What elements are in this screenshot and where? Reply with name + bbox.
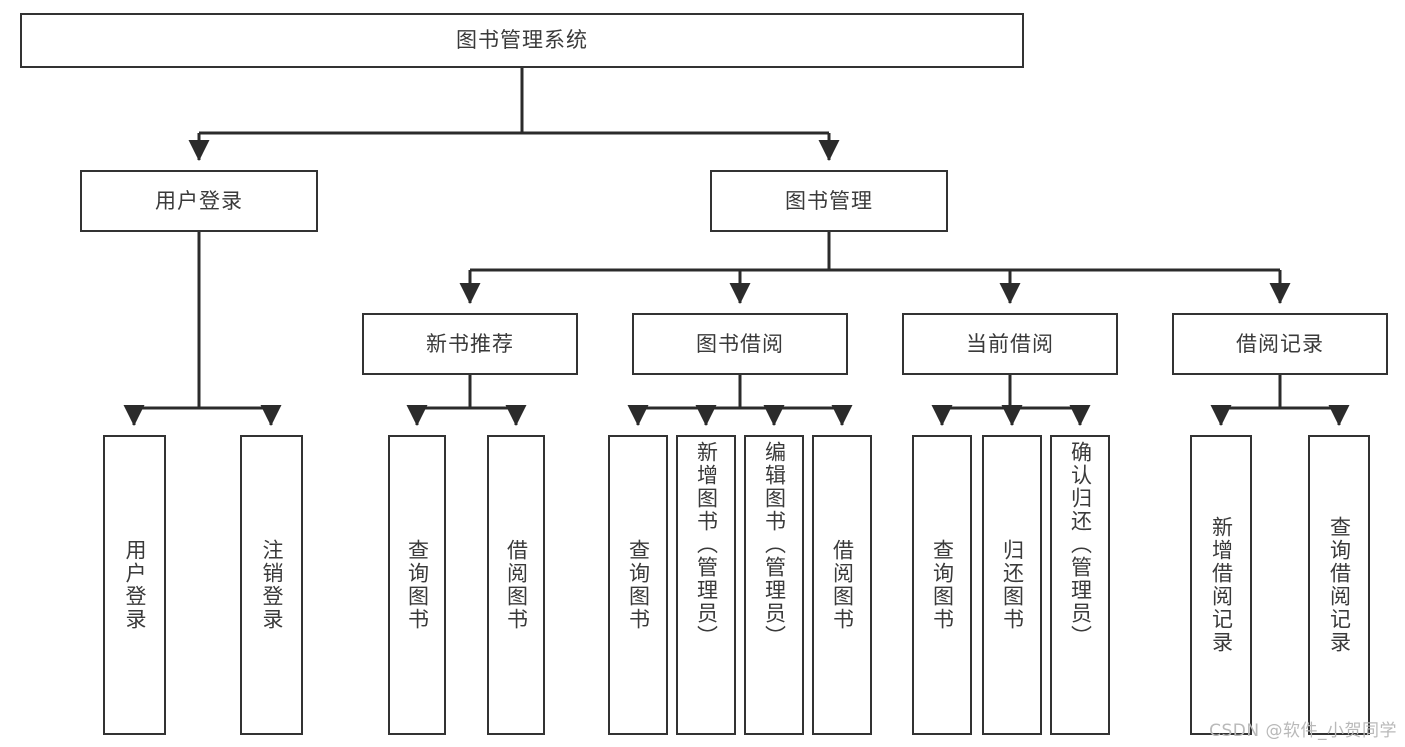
leaf-borrow-book-2[interactable]: 借阅图书 — [812, 435, 872, 735]
leaf-return-book[interactable]: 归还图书 — [982, 435, 1042, 735]
node-borrow-record[interactable]: 借阅记录 — [1172, 313, 1388, 375]
leaf-logout-label: 注销登录 — [259, 539, 284, 631]
node-book-manage[interactable]: 图书管理 — [710, 170, 948, 232]
leaf-logout[interactable]: 注销登录 — [240, 435, 303, 735]
leaf-user-login[interactable]: 用户登录 — [103, 435, 166, 735]
leaf-query-book-1[interactable]: 查询图书 — [388, 435, 446, 735]
leaf-query-record[interactable]: 查询借阅记录 — [1308, 435, 1370, 735]
leaf-add-record[interactable]: 新增借阅记录 — [1190, 435, 1252, 735]
leaf-return-book-label: 归还图书 — [1000, 539, 1025, 631]
leaf-confirm-return[interactable]: 确认归还（管理员） — [1050, 435, 1110, 735]
node-user-login[interactable]: 用户登录 — [80, 170, 318, 232]
leaf-query-book-2-label: 查询图书 — [626, 539, 651, 631]
leaf-edit-book[interactable]: 编辑图书（管理员） — [744, 435, 804, 735]
node-new-book-recommend[interactable]: 新书推荐 — [362, 313, 578, 375]
leaf-borrow-book-2-label: 借阅图书 — [830, 539, 855, 631]
leaf-edit-book-label: 编辑图书（管理员） — [762, 441, 787, 648]
leaf-query-book-3-label: 查询图书 — [930, 539, 955, 631]
node-book-manage-label: 图书管理 — [785, 188, 873, 213]
leaf-query-book-3[interactable]: 查询图书 — [912, 435, 972, 735]
node-new-book-recommend-label: 新书推荐 — [426, 331, 514, 356]
leaf-confirm-return-label: 确认归还（管理员） — [1068, 441, 1093, 648]
leaf-query-record-label: 查询借阅记录 — [1327, 516, 1352, 654]
leaf-borrow-book-1[interactable]: 借阅图书 — [487, 435, 545, 735]
leaf-user-login-label: 用户登录 — [122, 539, 147, 631]
node-root-label: 图书管理系统 — [456, 28, 588, 53]
node-root[interactable]: 图书管理系统 — [20, 13, 1024, 68]
leaf-add-record-label: 新增借阅记录 — [1209, 516, 1234, 654]
node-user-login-label: 用户登录 — [155, 188, 243, 213]
node-book-borrow-label: 图书借阅 — [696, 331, 784, 356]
node-current-borrow-label: 当前借阅 — [966, 331, 1054, 356]
leaf-borrow-book-1-label: 借阅图书 — [504, 539, 529, 631]
leaf-query-book-1-label: 查询图书 — [405, 539, 430, 631]
node-book-borrow[interactable]: 图书借阅 — [632, 313, 848, 375]
node-current-borrow[interactable]: 当前借阅 — [902, 313, 1118, 375]
leaf-query-book-2[interactable]: 查询图书 — [608, 435, 668, 735]
node-borrow-record-label: 借阅记录 — [1236, 331, 1324, 356]
leaf-add-book-label: 新增图书（管理员） — [694, 441, 719, 648]
leaf-add-book[interactable]: 新增图书（管理员） — [676, 435, 736, 735]
